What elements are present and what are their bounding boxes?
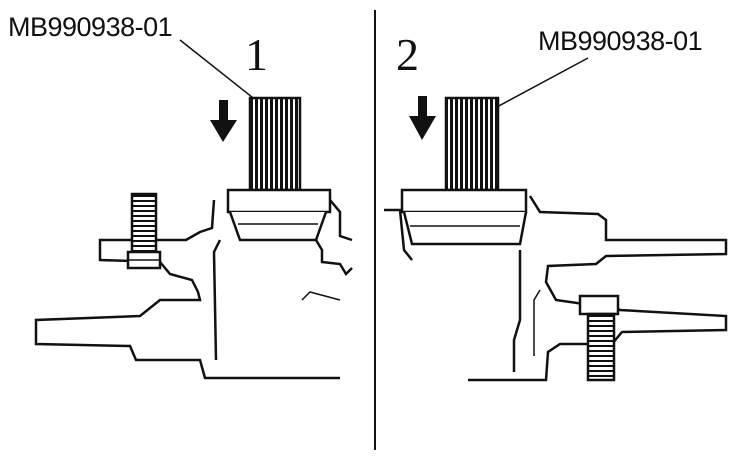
tool-label-panel-1: MB990938-01 <box>8 12 173 42</box>
hub-body-1 <box>34 199 340 380</box>
tool-cap-1 <box>226 188 332 214</box>
tool-label-panel-2: MB990938-01 <box>538 26 703 56</box>
special-tool-1 <box>248 96 302 192</box>
leader-line-2 <box>494 57 589 109</box>
tool-cap-2 <box>400 188 528 214</box>
special-tool-2 <box>444 96 500 192</box>
hub-body-2 <box>384 208 413 261</box>
step-number-1: 1 <box>245 29 268 80</box>
leader-line-1 <box>179 39 263 106</box>
down-arrow-icon <box>409 96 436 140</box>
hub-bolt-2 <box>586 312 616 382</box>
step-number-2: 2 <box>396 29 419 80</box>
hub-bolt-1 <box>130 192 158 254</box>
panel-1-assembly <box>34 39 353 380</box>
down-arrow-icon <box>210 100 237 142</box>
panel-2-assembly <box>384 57 728 382</box>
